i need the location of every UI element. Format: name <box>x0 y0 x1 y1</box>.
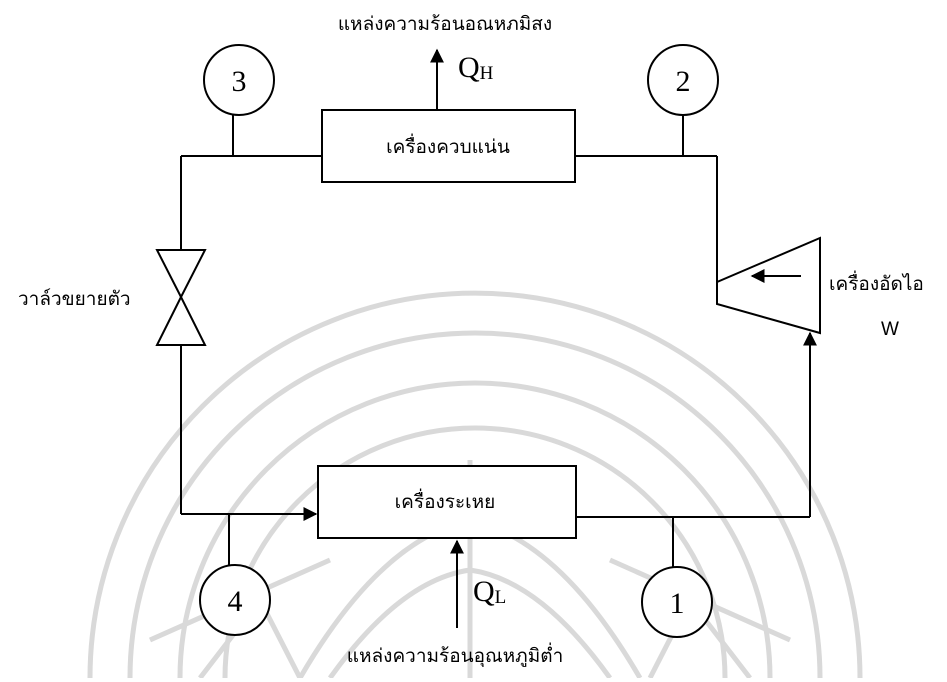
compressor-label: เครื่องอัดไอ <box>829 270 924 295</box>
piping <box>180 155 817 521</box>
qh-label: QH <box>458 51 494 84</box>
state-2-label: 2 <box>676 65 691 98</box>
state-3-circle <box>203 44 275 116</box>
expansion-valve-label: วาล์วขยายตัว <box>18 288 131 310</box>
ql-label: QL <box>473 575 506 608</box>
condenser-label: เครื่องควบแน่น <box>386 133 510 158</box>
expansion-valve-symbol <box>155 249 207 346</box>
condenser-box <box>321 109 576 183</box>
low-temp-source-label: แหล่งความร้อนอุณหภูมิต่ำ <box>347 642 564 668</box>
state-2-circle <box>647 44 719 116</box>
state-4-label: 4 <box>228 585 243 618</box>
work-label: W <box>881 319 899 340</box>
evaporator-box <box>317 465 577 539</box>
high-temp-source-label: แหล่งความร้อนอณหภมิสง <box>338 13 552 35</box>
state-1-label: 1 <box>670 587 685 620</box>
compressor-symbol <box>716 236 821 335</box>
state-1-circle <box>641 566 713 638</box>
evaporator-label: เครื่องระเหย <box>395 488 496 513</box>
state-3-label: 3 <box>232 65 247 98</box>
state-4-circle <box>199 564 271 636</box>
